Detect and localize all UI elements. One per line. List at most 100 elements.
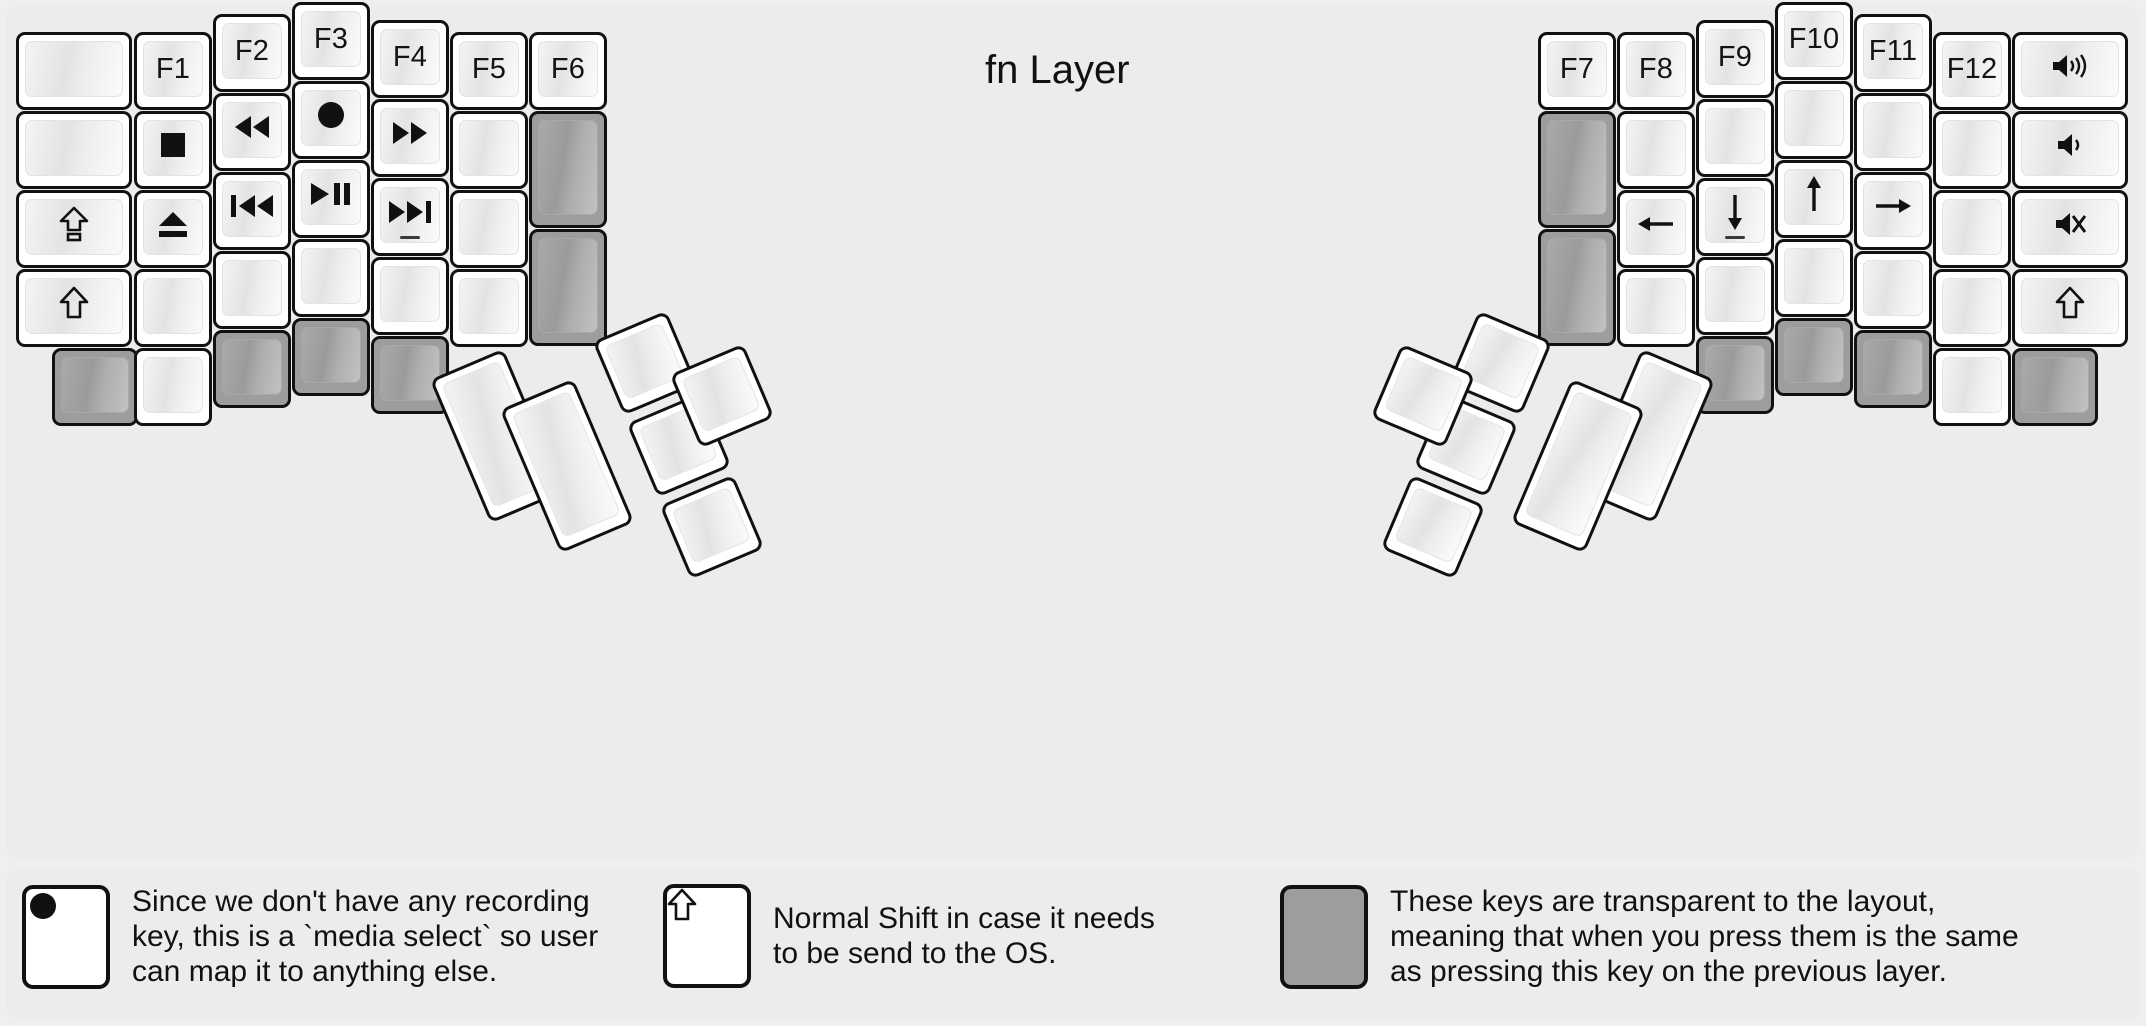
- key-r-r0-c2[interactable]: F9: [1696, 20, 1774, 98]
- legend-shift-swatch: [663, 884, 751, 988]
- key-r-r2-c1[interactable]: [1617, 190, 1695, 268]
- key-r-r0-c0[interactable]: F7: [1538, 32, 1616, 110]
- key-l-r1-c4[interactable]: [371, 99, 449, 177]
- key-l-r0-c5[interactable]: F5: [450, 32, 528, 110]
- keycap-surface: [1705, 187, 1765, 243]
- keycap-surface: [1547, 238, 1607, 333]
- keycap-surface: [538, 120, 598, 215]
- key-r-r3-c6[interactable]: [2012, 269, 2128, 347]
- key-r-r1-c4[interactable]: [1854, 93, 1932, 171]
- keycap-surface: [1942, 120, 2002, 176]
- key-label: F6: [550, 52, 586, 85]
- key-r-r1-c2[interactable]: [1696, 99, 1774, 177]
- key-r-r0-c6[interactable]: [2012, 32, 2128, 110]
- key-l-r4-c3[interactable]: [292, 318, 370, 396]
- key-r-r1-c6[interactable]: [2012, 111, 2128, 189]
- key-r-r4-c6[interactable]: [2012, 348, 2098, 426]
- legend-transparent-text: These keys are transparent to the layout…: [1390, 885, 2019, 989]
- key-l-r2-c3[interactable]: [292, 160, 370, 238]
- key-l-r3-c2[interactable]: [213, 251, 291, 329]
- key-l-r0-c4[interactable]: F4: [371, 20, 449, 98]
- key-l-r1-c5[interactable]: [450, 111, 528, 189]
- keycap-surface: [301, 169, 361, 225]
- key-l-r1-c0[interactable]: [16, 111, 132, 189]
- key-r-r3-c4[interactable]: [1854, 251, 1932, 329]
- legend-panel: [6, 868, 2140, 1020]
- key-l-r3-c4[interactable]: [371, 257, 449, 335]
- key-r-r2-c2[interactable]: [1696, 178, 1774, 256]
- keycap-surface: F5: [459, 41, 519, 97]
- keycap-surface: F6: [538, 41, 598, 97]
- key-r-r2-c5[interactable]: [1933, 190, 2011, 268]
- keycap-surface: [1626, 120, 1686, 176]
- key-l-r1-c1[interactable]: [134, 111, 212, 189]
- key-l-r4-c0[interactable]: [52, 348, 138, 426]
- keycap-surface: [2021, 120, 2119, 176]
- keycap-surface: [301, 327, 361, 383]
- key-label: F11: [1868, 34, 1918, 67]
- key-l-r3-c3[interactable]: [292, 239, 370, 317]
- key-l-r1-c3[interactable]: [292, 81, 370, 159]
- key-r-r0-c1[interactable]: F8: [1617, 32, 1695, 110]
- key-r-r4-c3[interactable]: [1775, 318, 1853, 396]
- next-track-icon: [387, 198, 433, 232]
- key-r-r4-c5[interactable]: [1933, 348, 2011, 426]
- keycap-surface: [61, 357, 129, 413]
- key-l-r4-c2[interactable]: [213, 330, 291, 408]
- keycap-surface: [222, 102, 282, 158]
- key-l-r0-c6[interactable]: F6: [529, 32, 607, 110]
- keycap-surface: F2: [222, 23, 282, 79]
- key-l-r0-c1[interactable]: F1: [134, 32, 212, 110]
- key-r-r1-c3[interactable]: [1775, 81, 1853, 159]
- legend-record-swatch: [22, 884, 110, 989]
- key-r-r3-c3[interactable]: [1775, 239, 1853, 317]
- key-r-r3-c1[interactable]: [1617, 269, 1695, 347]
- key-r-r0-c5[interactable]: F12: [1933, 32, 2011, 110]
- key-l-r2-c1[interactable]: [134, 190, 212, 268]
- key-label: F8: [1638, 52, 1674, 85]
- key-r-r2-c6[interactable]: [2012, 190, 2128, 268]
- keycap-surface: [143, 278, 203, 334]
- keycap-surface: F3: [301, 11, 361, 67]
- stop-icon: [158, 130, 188, 166]
- key-label: F2: [234, 34, 270, 67]
- arrow-right-icon: [1873, 193, 1913, 225]
- keycap-surface: [1393, 486, 1474, 564]
- key-r-r0-c3[interactable]: F10: [1775, 2, 1853, 80]
- keycap-surface: F1: [143, 41, 203, 97]
- key-r-r0-c4[interactable]: F11: [1854, 14, 1932, 92]
- key-l-r2-c0[interactable]: [16, 190, 132, 268]
- key-l-r2-c2[interactable]: [213, 172, 291, 250]
- keycap-surface: [604, 322, 685, 400]
- keycap-surface: [459, 120, 519, 176]
- key-r-r1-c1[interactable]: [1617, 111, 1695, 189]
- key-l-r0-c0[interactable]: [16, 32, 132, 110]
- key-r-r3-c2[interactable]: [1696, 257, 1774, 335]
- key-r-r2-c0[interactable]: [1538, 229, 1616, 346]
- keycap-surface: F9: [1705, 29, 1765, 85]
- keycap-surface: [1784, 327, 1844, 383]
- key-l-r2-c5[interactable]: [450, 190, 528, 268]
- key-l-r3-c1[interactable]: [134, 269, 212, 347]
- keycap-surface: [1784, 169, 1844, 225]
- key-r-r4-c2[interactable]: [1696, 336, 1774, 414]
- key-l-r3-c0[interactable]: [16, 269, 132, 347]
- key-r-r1-c5[interactable]: [1933, 111, 2011, 189]
- key-r-r3-c5[interactable]: [1933, 269, 2011, 347]
- key-r-r2-c3[interactable]: [1775, 160, 1853, 238]
- key-l-r4-c1[interactable]: [134, 348, 212, 426]
- shift-icon: [667, 888, 697, 929]
- keycap-surface: [1705, 108, 1765, 164]
- key-r-r1-c0[interactable]: [1538, 111, 1616, 228]
- key-l-r2-c4[interactable]: [371, 178, 449, 256]
- key-r-r2-c4[interactable]: [1854, 172, 1932, 250]
- key-l-r0-c3[interactable]: F3: [292, 2, 370, 80]
- key-l-r2-c6[interactable]: [529, 229, 607, 346]
- key-r-r4-c4[interactable]: [1854, 330, 1932, 408]
- key-l-r3-c5[interactable]: [450, 269, 528, 347]
- key-l-r4-c4[interactable]: [371, 336, 449, 414]
- key-l-r1-c2[interactable]: [213, 93, 291, 171]
- keycap-surface: [538, 238, 598, 333]
- key-l-r1-c6[interactable]: [529, 111, 607, 228]
- key-l-r0-c2[interactable]: F2: [213, 14, 291, 92]
